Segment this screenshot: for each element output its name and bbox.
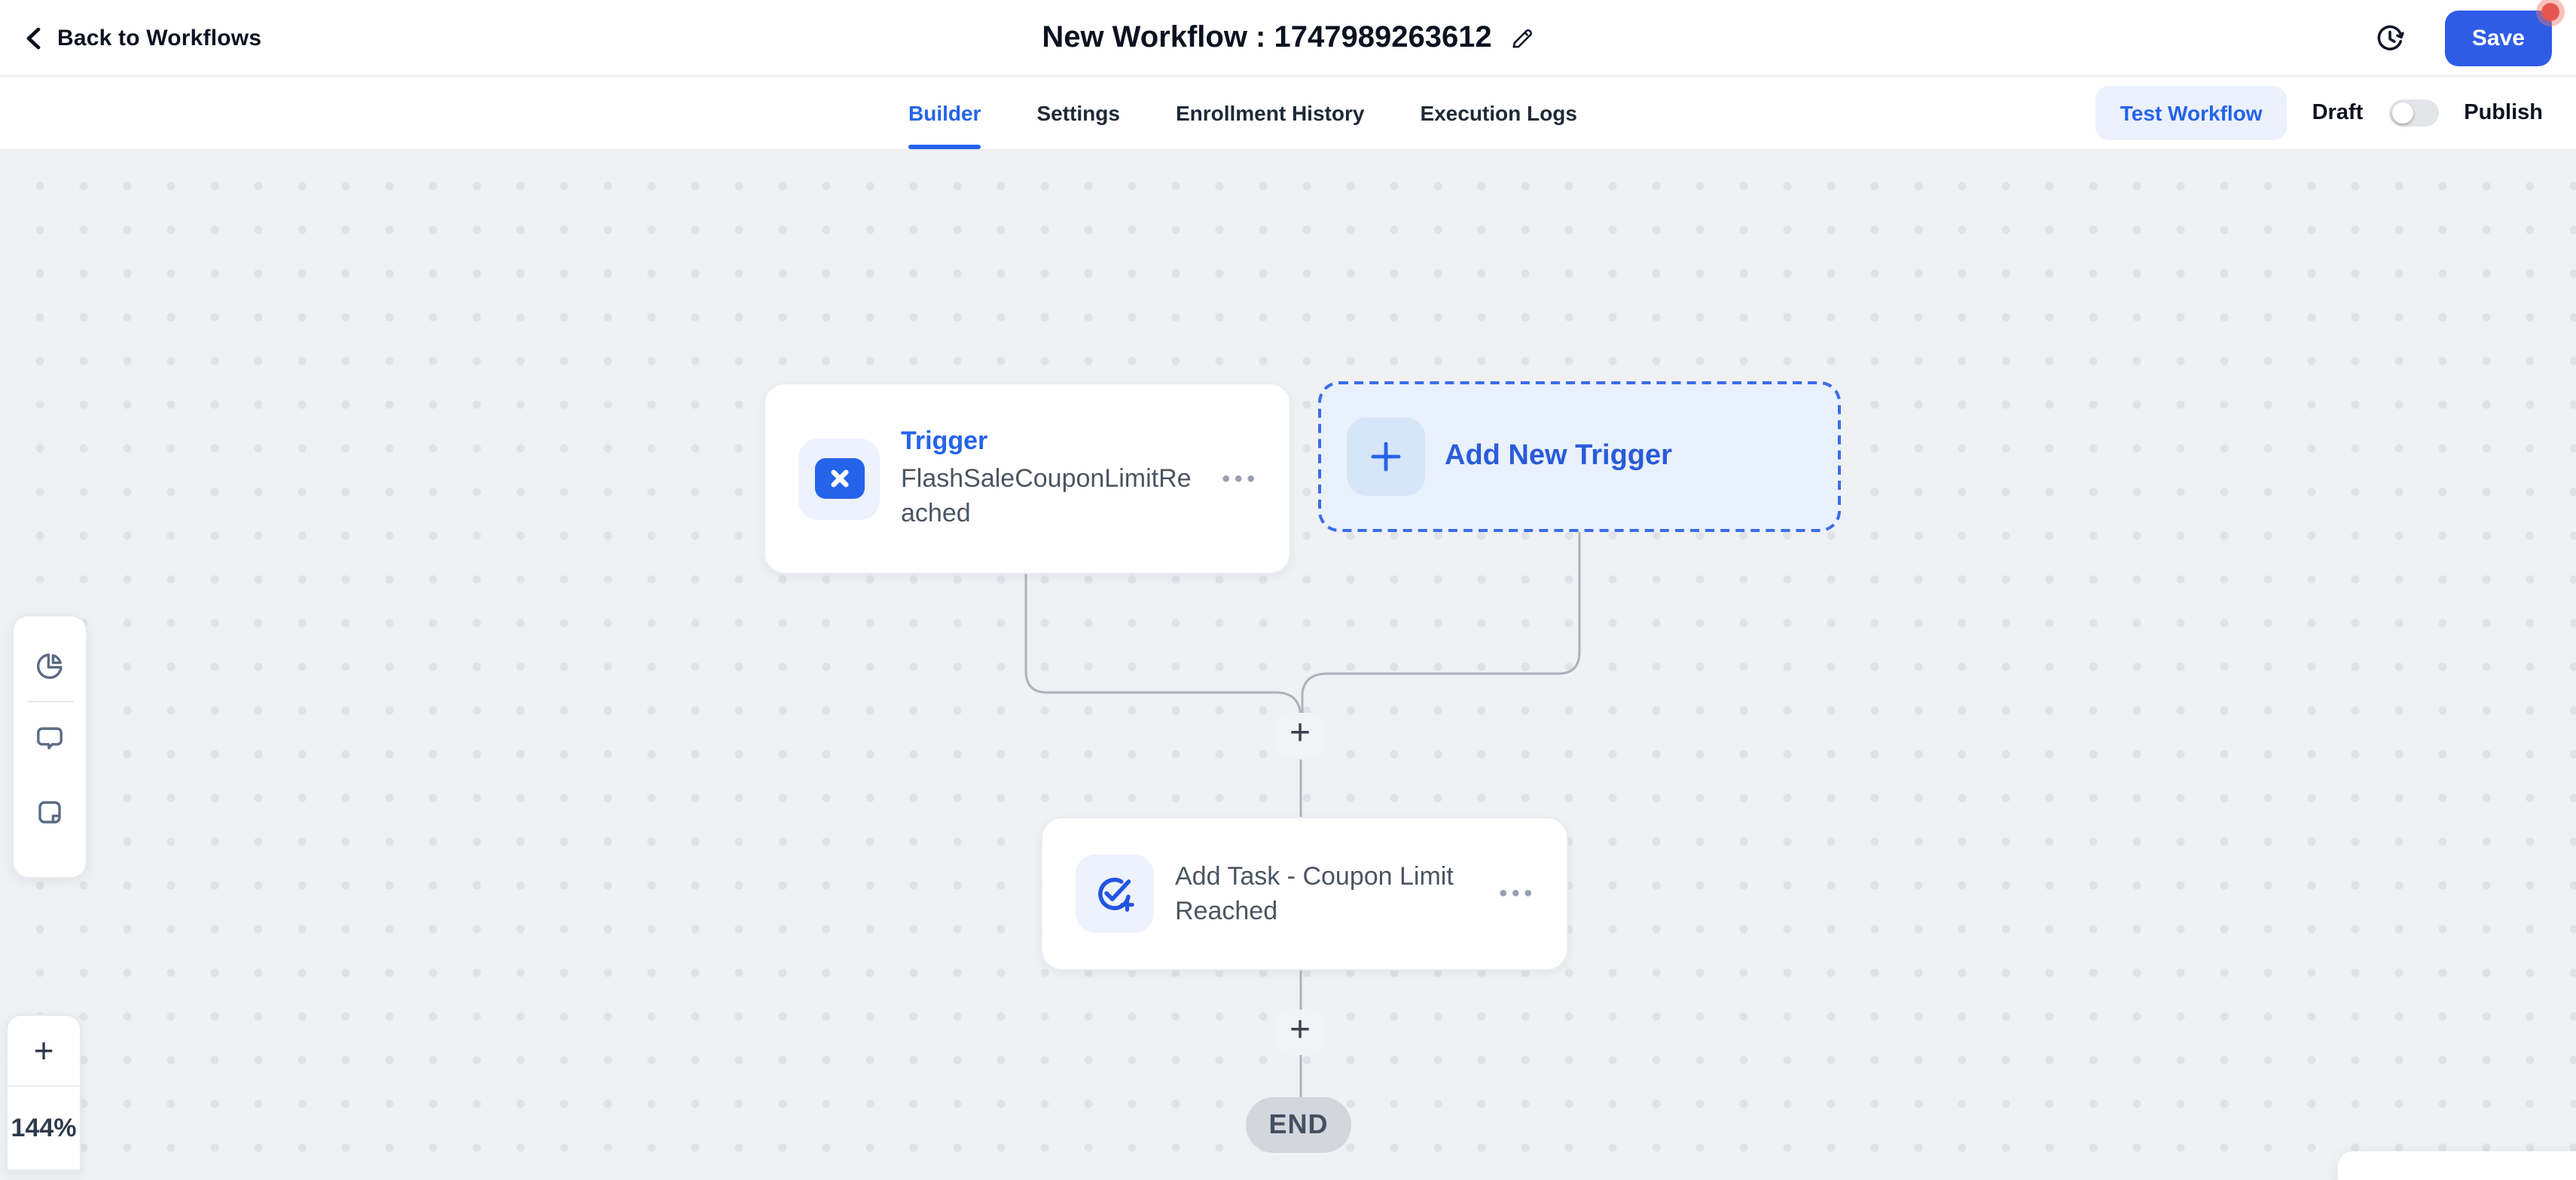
page-title: New Workflow : 1747989263612	[1042, 20, 1492, 53]
trigger-menu-button[interactable]: •••	[1222, 466, 1259, 491]
comment-icon	[37, 727, 63, 750]
note-icon	[38, 801, 61, 824]
pencil-edit-icon[interactable]	[1509, 25, 1534, 50]
insert-step-plus-button-2[interactable]: +	[1277, 1010, 1323, 1055]
tab-execution-logs[interactable]: Execution Logs	[1420, 101, 1577, 125]
publish-label: Publish	[2464, 101, 2543, 125]
trigger-node-text: Trigger FlashSaleCouponLimitReached	[901, 426, 1196, 530]
save-label: Save	[2471, 25, 2525, 50]
tab-builder[interactable]: Builder	[908, 77, 981, 149]
analytics-tool-button[interactable]	[33, 650, 66, 683]
zoom-level: 144%	[11, 1113, 77, 1142]
task-node-text: Add Task - Coupon Limit Reached	[1175, 859, 1484, 928]
task-check-plus-icon	[1098, 877, 1134, 912]
end-label: END	[1268, 1109, 1329, 1139]
save-button[interactable]: Save	[2444, 2, 2559, 66]
trigger-name: FlashSaleCouponLimitReached	[901, 464, 1192, 527]
top-bar: Back to Workflows New Workflow : 1747989…	[0, 0, 2576, 77]
tab-enrollment-history[interactable]: Enrollment History	[1175, 101, 1365, 125]
task-icon-tile	[1076, 854, 1154, 933]
chevron-left-icon	[26, 26, 41, 49]
publish-toggle-knob	[2391, 102, 2413, 124]
bottom-right-partial-panel	[2338, 1151, 2576, 1180]
end-node: END	[1246, 1097, 1351, 1153]
connector-addtrigger-to-merge	[1301, 532, 1581, 725]
connector-trigger-to-merge	[1024, 571, 1302, 725]
toolbar-divider	[26, 701, 73, 702]
add-new-trigger-label: Add New Trigger	[1445, 440, 1672, 472]
unsaved-changes-dot	[2541, 2, 2559, 20]
tab-settings[interactable]: Settings	[1036, 101, 1120, 125]
x-mark-icon	[814, 458, 864, 499]
plus-icon-tile	[1347, 417, 1425, 496]
pie-chart-icon	[36, 653, 63, 680]
notes-tool-button[interactable]	[33, 796, 66, 829]
zoom-divider	[8, 1085, 80, 1087]
plus-icon	[1371, 442, 1401, 472]
workflow-title-wrap: New Workflow : 1747989263612	[1042, 0, 1534, 75]
draft-label: Draft	[2312, 101, 2364, 125]
zoom-in-button[interactable]: +	[33, 1030, 54, 1069]
trigger-icon-tile	[798, 438, 880, 519]
canvas-side-toolbar	[12, 615, 87, 879]
workflow-state-controls: Test Workflow Draft Publish	[2095, 77, 2543, 149]
zoom-divider-2	[8, 1169, 80, 1171]
history-clock-icon[interactable]	[2374, 22, 2406, 53]
add-new-trigger-button[interactable]: Add New Trigger	[1318, 381, 1841, 532]
task-menu-button[interactable]: •••	[1499, 881, 1537, 906]
test-workflow-button[interactable]: Test Workflow	[2095, 86, 2287, 140]
task-node-card[interactable]: Add Task - Coupon Limit Reached •••	[1041, 817, 1568, 971]
active-tab-underline	[908, 144, 981, 149]
publish-toggle[interactable]	[2388, 99, 2439, 127]
tab-bar: Builder Settings Enrollment History Exec…	[0, 77, 2576, 151]
top-bar-actions: Save	[2374, 2, 2559, 66]
tabs-group: Builder Settings Enrollment History Exec…	[908, 77, 1577, 149]
canvas-zoom-controls: + 144%	[6, 1014, 81, 1172]
back-label: Back to Workflows	[57, 25, 262, 50]
comments-tool-button[interactable]	[33, 722, 66, 755]
insert-step-plus-button[interactable]: +	[1277, 713, 1323, 758]
workflow-canvas[interactable]: Trigger FlashSaleCouponLimitReached ••• …	[0, 151, 2576, 1180]
trigger-node-card[interactable]: Trigger FlashSaleCouponLimitReached •••	[764, 383, 1291, 574]
back-to-workflows-button[interactable]: Back to Workflows	[24, 25, 261, 50]
trigger-type-label: Trigger	[901, 426, 988, 455]
task-name: Add Task - Coupon Limit Reached	[1175, 862, 1454, 925]
